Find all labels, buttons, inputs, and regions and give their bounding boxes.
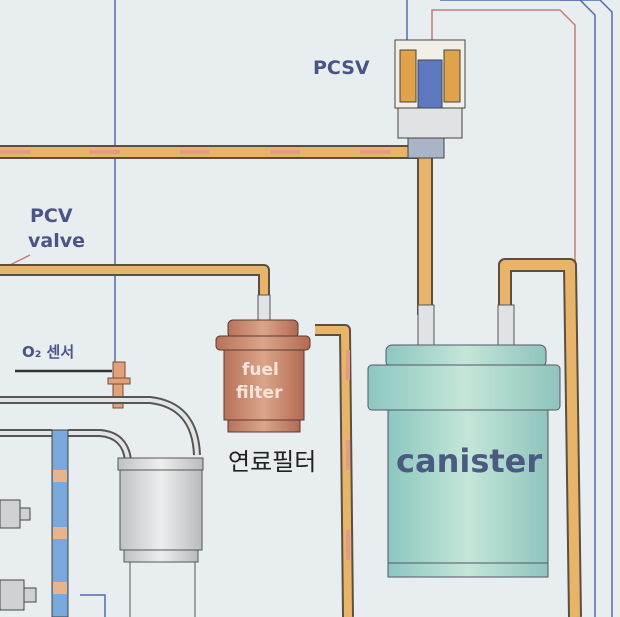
exhaust-pipes (0, 396, 201, 461)
pipes (0, 145, 582, 617)
blue-fuel-line (51, 429, 69, 617)
canister-label: canister (396, 442, 542, 480)
pcv-label-line1: PCV (30, 205, 73, 227)
pcsv-label: PCSV (313, 57, 370, 79)
fuel-filter-label-line2: filter (236, 383, 283, 403)
fuel-filter-handwritten-label: 연료필터 (228, 448, 316, 476)
pcv-label-line2: valve (28, 230, 85, 252)
fuel-filter-label-line1: fuel (242, 360, 279, 380)
canister (367, 344, 561, 578)
gray-cylinder (117, 457, 204, 617)
fuel-filter (215, 319, 311, 433)
injectors (0, 499, 37, 611)
pcsv-valve (394, 39, 466, 159)
o2-sensor-label: O₂ 센서 (22, 343, 74, 361)
